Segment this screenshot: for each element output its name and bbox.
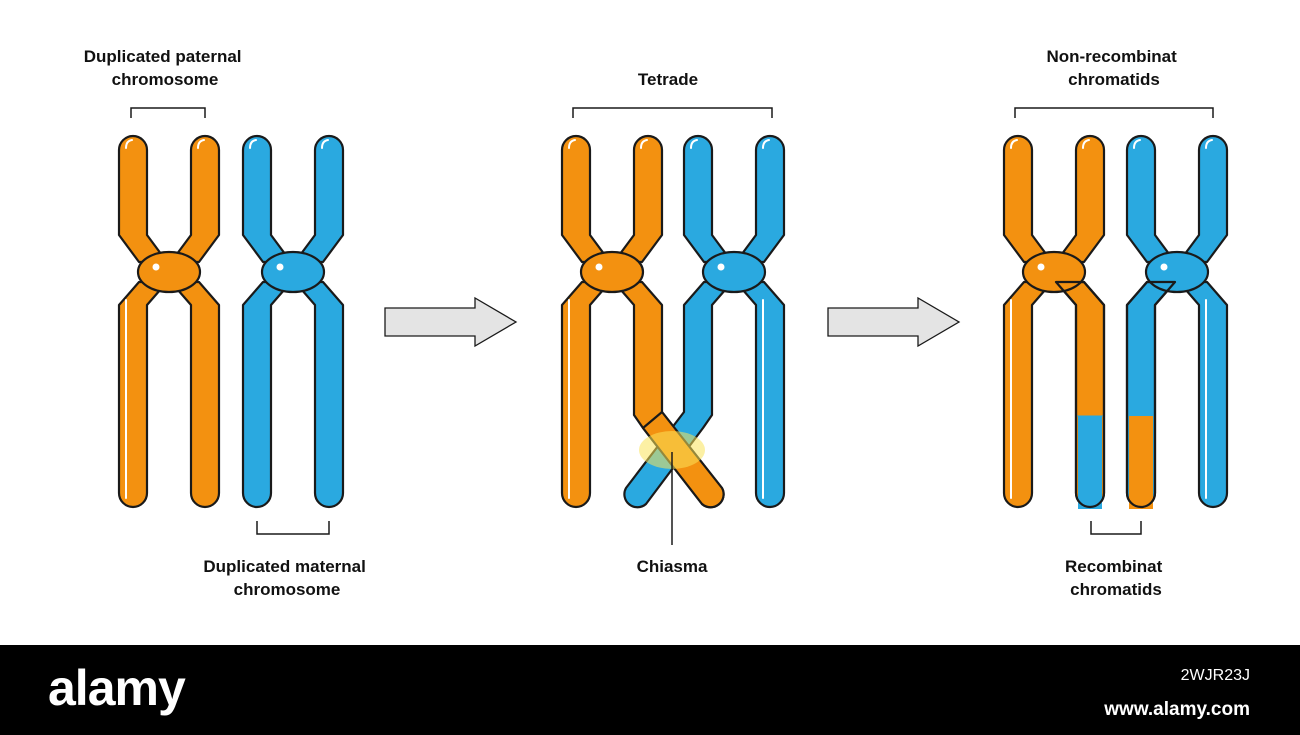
paternal-chromosome [117, 134, 221, 509]
outline-overlay [1054, 280, 1177, 509]
chromatid-arm [169, 134, 221, 264]
chromatid-arm [117, 134, 169, 264]
chromatid-arm [734, 280, 786, 509]
chiasma-highlight [639, 431, 705, 469]
chromatid-arm [117, 280, 169, 509]
chromatid-arm [1002, 280, 1054, 509]
chromatid-arm [241, 280, 293, 509]
maternal-chromosome [1125, 134, 1229, 509]
recombinant-bracket [1090, 521, 1142, 535]
centromere [1144, 250, 1210, 294]
chromatid-arm [241, 134, 293, 264]
recombinant-label: Recombinat chromatids [1065, 557, 1167, 599]
chromatid-arm [293, 134, 345, 264]
watermark-banner: alamy 2WJR23J www.alamy.com [0, 645, 1300, 735]
maternal-bracket [256, 521, 330, 535]
alamy-logo: alamy [48, 660, 186, 716]
non-recombinant-bracket [1014, 107, 1214, 118]
tetrade-bracket [572, 107, 773, 118]
paternal-label: Duplicated paternal chromosome [84, 47, 247, 89]
stage2-group: Tetrade Chiasma [560, 70, 786, 576]
centromere [701, 250, 767, 294]
centromere [579, 250, 645, 294]
centromere [136, 250, 202, 294]
image-id: 2WJR23J [1180, 667, 1250, 684]
chromatid-arm [623, 280, 734, 509]
highlights [568, 139, 770, 499]
watermark-url: www.alamy.com [1104, 699, 1250, 720]
chromatid-arm [1177, 280, 1229, 509]
chromatid-arm [1125, 134, 1177, 264]
right-arrow-icon [384, 296, 518, 348]
maternal-chromosome [241, 134, 345, 509]
chromatid-arm [734, 134, 786, 264]
chromatid-arm [1054, 134, 1106, 264]
centromere [1021, 250, 1087, 294]
right-arrow-icon [827, 296, 961, 348]
chromatid-arm [169, 280, 221, 509]
swapped-segments [1077, 415, 1153, 509]
maternal-label: Duplicated maternal chromosome [203, 557, 370, 599]
stage3-group: Non-recombinat chromatids Recombinat chr… [1002, 47, 1229, 599]
diagram-canvas: Duplicated paternal chromosome Duplicate… [84, 47, 1229, 599]
chromatid-arm [682, 134, 734, 264]
chromatid-arm [560, 280, 612, 509]
highlights [125, 139, 329, 499]
stage1-group: Duplicated paternal chromosome Duplicate… [84, 47, 370, 599]
chiasma-label: Chiasma [637, 557, 708, 576]
maternal-chromosome [623, 134, 786, 509]
paternal-bracket [130, 107, 206, 118]
centromere [260, 250, 326, 294]
chromatid-arm [1002, 134, 1054, 264]
highlights [1010, 139, 1213, 499]
chromatid-arm [560, 134, 612, 264]
chromatid-arm [1177, 134, 1229, 264]
paternal-chromosome [560, 134, 725, 509]
non-recombinant-label: Non-recombinat chromatids [1046, 47, 1181, 89]
chromatid-arm [612, 134, 664, 264]
tetrade-label: Tetrade [638, 70, 698, 89]
chromatid-arm [293, 280, 345, 509]
